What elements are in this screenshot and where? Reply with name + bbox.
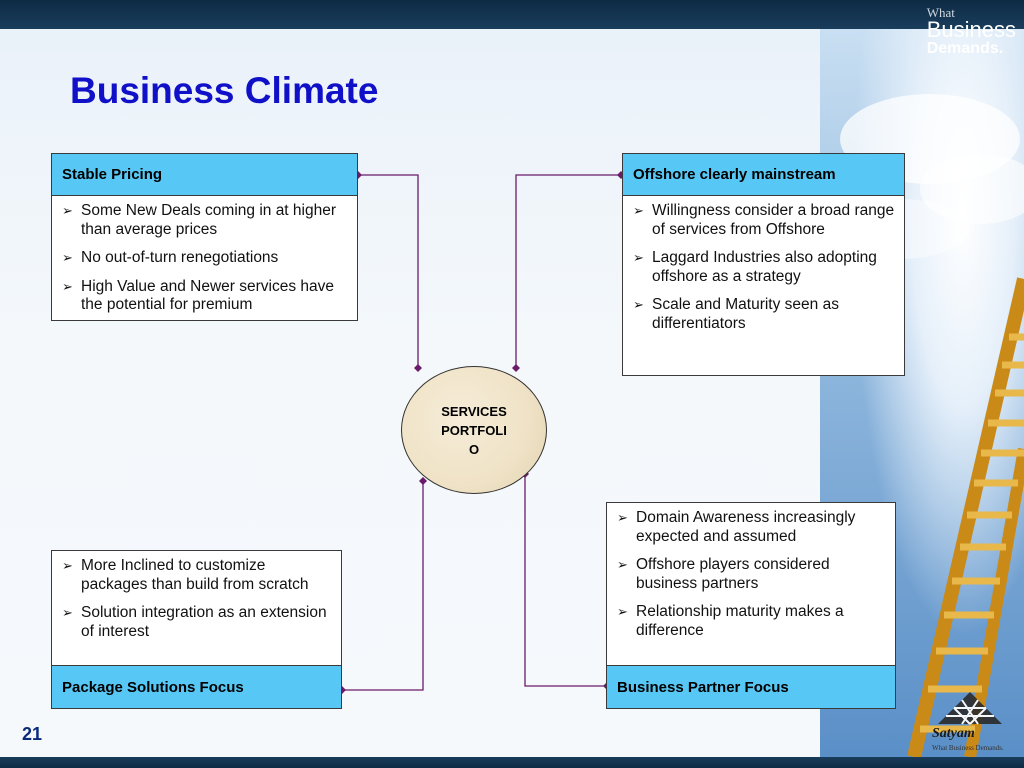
satyam-logo-icon: [938, 692, 1002, 725]
list-item: ➢ Offshore players considered business pa…: [617, 556, 887, 593]
bullet-text: Scale and Maturity seen as differentiato…: [652, 296, 839, 332]
bottom-bar: [0, 757, 1024, 768]
package-solutions-title: Package Solutions Focus: [62, 678, 244, 696]
bullet-text: Solution integration as an extension of …: [81, 604, 327, 640]
stable-pricing-title: Stable Pricing: [62, 166, 163, 183]
bullet-arrow-icon: ➢: [62, 605, 73, 620]
page-number: 21: [22, 724, 43, 744]
package-solutions-box: ➢ More Inclined to customize packages tha…: [51, 550, 342, 666]
list-item: ➢ High Value and Newer services have the …: [62, 278, 349, 315]
bullet-text: Willingness consider a broad range of se…: [652, 202, 895, 238]
bullet-arrow-icon: ➢: [617, 604, 628, 619]
list-item: ➢ Domain Awareness increasingly expected …: [617, 509, 887, 546]
bullet-text: High Value and Newer services have the p…: [81, 277, 335, 314]
bullet-arrow-icon: ➢: [62, 278, 73, 294]
bullet-arrow-icon: ➢: [633, 250, 644, 265]
brand-business: Business: [926, 17, 1016, 42]
top-bar: [0, 0, 1024, 29]
package-solutions-header: Package Solutions Focus: [51, 665, 342, 709]
bullet-arrow-icon: ➢: [617, 510, 628, 525]
bullet-arrow-icon: ➢: [62, 250, 73, 265]
business-partner-box: ➢ Domain Awareness increasingly expected …: [606, 502, 896, 666]
list-item: ➢ More Inclined to customize packages tha…: [62, 557, 333, 594]
bullet-text: More Inclined to customize packages than…: [81, 557, 309, 593]
offshore-header: Offshore clearly mainstream: [622, 153, 905, 196]
stable-pricing-box: ➢ Some New Deals coming in at higher than…: [51, 195, 358, 321]
bullet-text: Domain Awareness increasingly expected a…: [636, 509, 856, 545]
business-partner-header: Business Partner Focus: [606, 665, 896, 709]
list-item: ➢ Relationship maturity makes a differenc…: [617, 603, 887, 640]
bullet-text: Some New Deals coming in at higher than …: [81, 202, 337, 238]
bullet-arrow-icon: ➢: [633, 297, 644, 312]
brand-what: What: [926, 5, 955, 20]
bullet-text: Laggard Industries also adopting offshor…: [652, 249, 877, 285]
brand-demands: Demands.: [926, 40, 1004, 57]
list-item: ➢ Some New Deals coming in at higher than…: [62, 202, 349, 239]
package-solutions-list: ➢ More Inclined to customize packages tha…: [52, 551, 341, 641]
services-portfolio-label: SERVICES PORTFOLIO: [441, 403, 507, 457]
bullet-arrow-icon: ➢: [62, 558, 73, 573]
bullet-text: Offshore players considered business par…: [636, 556, 830, 592]
offshore-title: Offshore clearly mainstream: [633, 166, 836, 183]
bullet-text: Relationship maturity makes a difference: [636, 603, 844, 639]
satyam-logo: Satyam What Business Demands.: [930, 690, 1010, 756]
bullet-text: No out-of-turn renegotiations: [81, 249, 279, 266]
list-item: ➢ No out-of-turn renegotiations: [62, 249, 349, 268]
list-item: ➢ Scale and Maturity seen as differentiat…: [633, 296, 896, 333]
slide-title: Business Climate: [70, 70, 379, 111]
stable-pricing-list: ➢ Some New Deals coming in at higher than…: [52, 196, 357, 315]
stable-pricing-header: Stable Pricing: [51, 153, 358, 196]
services-portfolio-circle: SERVICES PORTFOLIO: [401, 366, 547, 494]
sky-ladder-decoration: [820, 29, 1024, 759]
bullet-arrow-icon: ➢: [617, 557, 628, 572]
satyam-wordmark: Satyam: [932, 726, 975, 741]
business-partner-title: Business Partner Focus: [617, 678, 789, 696]
business-partner-list: ➢ Domain Awareness increasingly expected …: [607, 503, 895, 640]
list-item: ➢ Solution integration as an extension of…: [62, 604, 333, 641]
brand-logo: What Business Demands.: [927, 6, 1016, 57]
bullet-arrow-icon: ➢: [633, 203, 644, 218]
list-item: ➢ Willingness consider a broad range of s…: [633, 202, 896, 239]
offshore-box: ➢ Willingness consider a broad range of s…: [622, 195, 905, 376]
bullet-arrow-icon: ➢: [62, 203, 73, 218]
list-item: ➢ Laggard Industries also adopting offsho…: [633, 249, 896, 286]
offshore-list: ➢ Willingness consider a broad range of s…: [623, 196, 904, 333]
satyam-tagline: What Business Demands.: [932, 744, 1004, 752]
